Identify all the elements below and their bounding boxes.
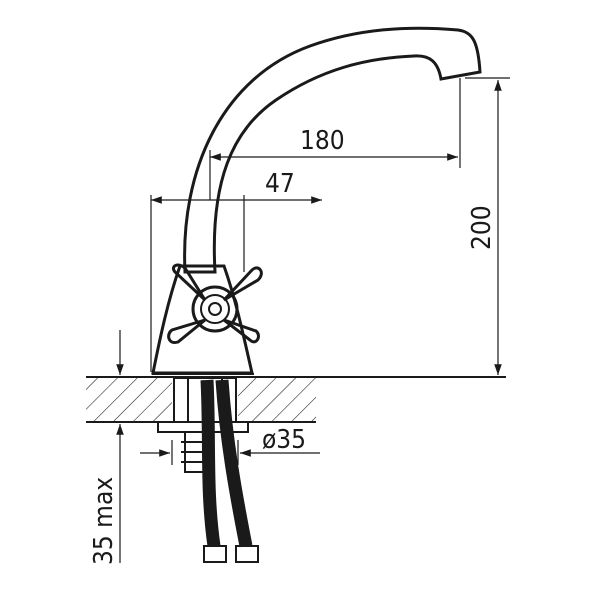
spout: [183, 26, 482, 274]
dimension-label-180: 180: [300, 126, 345, 156]
dimension-base-width: 47: [150, 169, 322, 372]
dimension-label-47: 47: [265, 169, 295, 199]
dimension-label-35-max: 35 max: [89, 477, 119, 565]
flex-hoses: [200, 379, 259, 563]
cross-handle: [167, 263, 263, 344]
dimension-label-diameter: ø35: [262, 425, 306, 455]
dimension-max-thickness: 35 max: [89, 330, 124, 565]
countertop-section: [86, 376, 506, 423]
dimension-label-200: 200: [467, 205, 497, 250]
dimension-spout-reach: 180: [209, 78, 461, 200]
dimension-height: 200: [465, 77, 510, 375]
dimension-hole-diameter: ø35: [140, 425, 320, 465]
